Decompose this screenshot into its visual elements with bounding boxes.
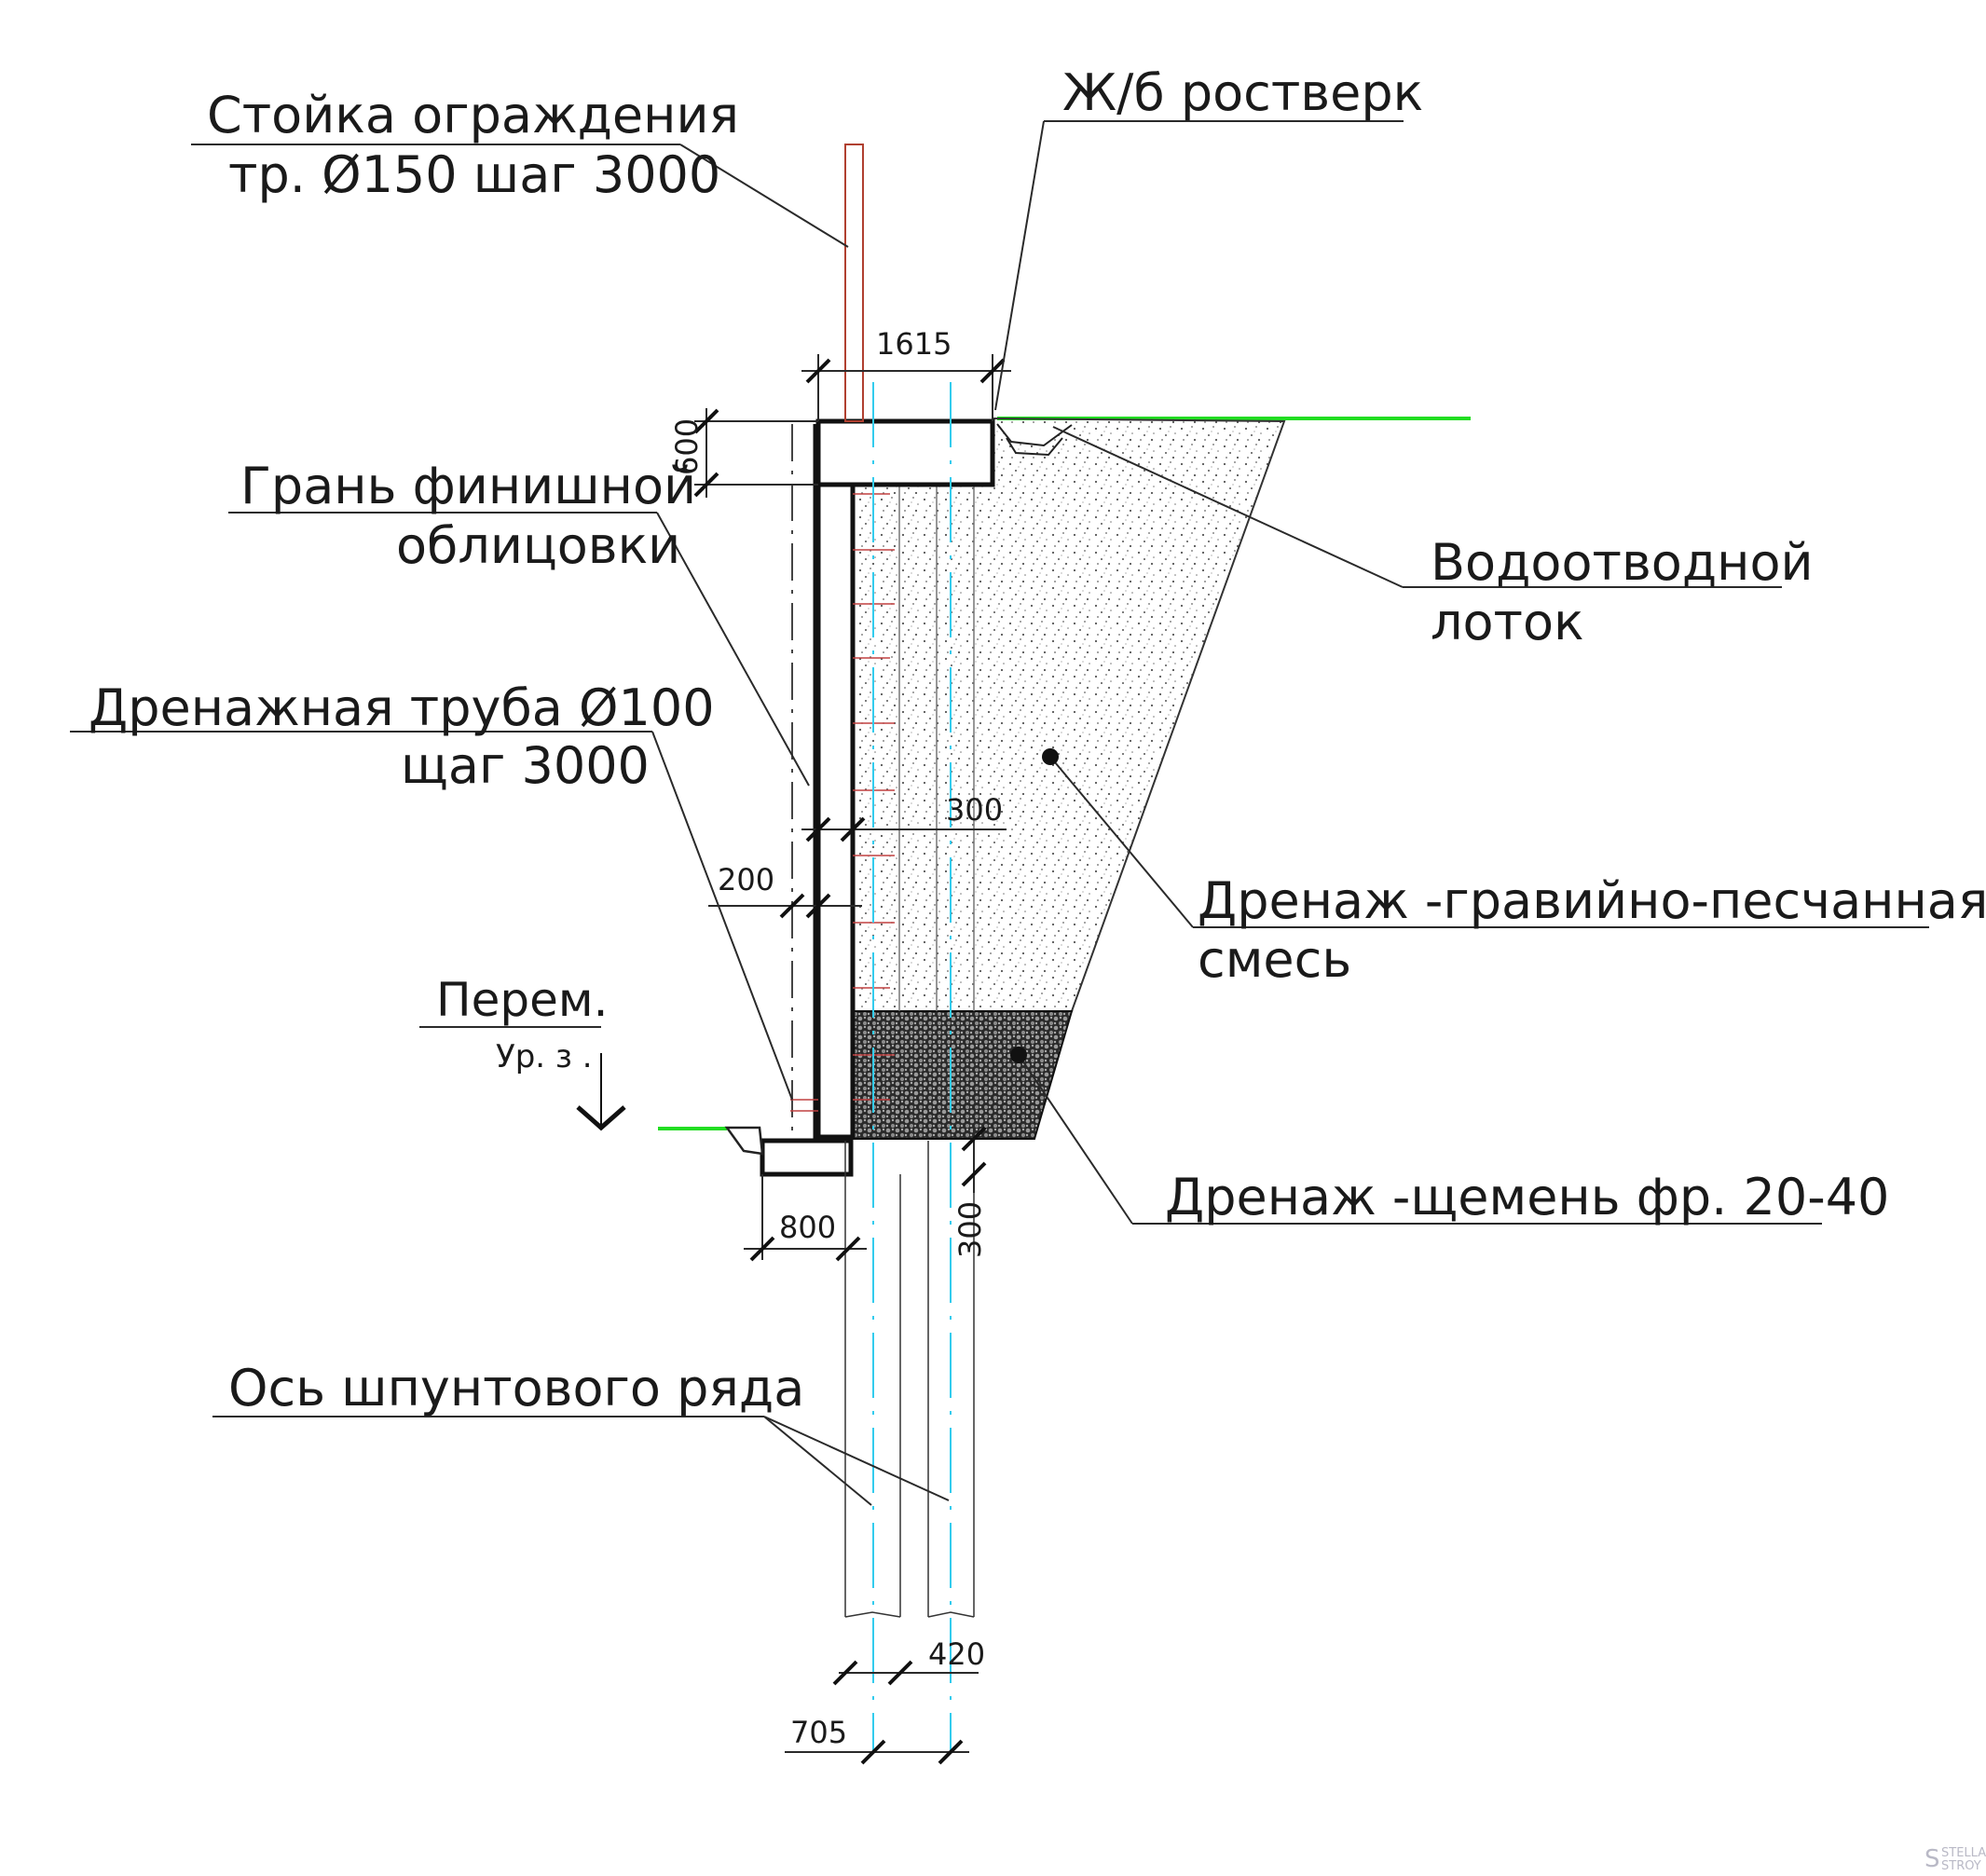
sheet-pile-left	[844, 1141, 901, 1618]
leader-crushed-stone-dot	[1010, 1047, 1027, 1063]
leader-crushed-stone	[1018, 1054, 1133, 1225]
dim-300-inner-label: 300	[946, 792, 1003, 828]
gutter-bottom	[724, 1126, 764, 1156]
inner-vertical-lines	[898, 485, 975, 1011]
dim-1615-label: 1615	[876, 326, 952, 362]
label-level-line1: Перем.	[436, 973, 608, 1027]
label-pile-axis: Ось шпунтового ряда	[228, 1359, 804, 1417]
label-grillage: Ж/б ростверк	[1062, 63, 1423, 122]
leader-gutter	[1052, 426, 1404, 588]
sheet-pile-right	[927, 1141, 975, 1618]
label-drain-pipe-line1: Дренажная труба Ø100	[89, 678, 715, 737]
dim-600	[693, 408, 818, 498]
dim-420-label: 420	[928, 1636, 985, 1672]
watermark-icon: S	[1924, 1845, 1940, 1873]
dim-705-label: 705	[790, 1715, 847, 1750]
watermark-line2: STROY	[1941, 1859, 1981, 1873]
leader-gravel-sand	[1049, 756, 1194, 928]
dim-600-label: 600	[669, 418, 705, 475]
dim-200-label: 200	[718, 862, 774, 897]
dim-300-bottom	[961, 1126, 987, 1193]
grillage-cap	[815, 418, 995, 487]
dim-300-bottom-label: 300	[952, 1201, 988, 1258]
label-post-line2: тр. Ø150 шаг 3000	[228, 145, 720, 204]
gutter-top	[996, 423, 1073, 447]
label-gutter-line1: Водоотводной	[1431, 533, 1814, 592]
leader-drain-pipe	[651, 731, 793, 1101]
dim-705	[785, 1739, 969, 1765]
label-gutter-line2: лоток	[1431, 593, 1584, 651]
label-gravel-sand-line1: Дренаж -гравийно-песчанная	[1198, 871, 1986, 930]
leader-gravel-sand-dot	[1042, 748, 1059, 765]
leader-facing	[656, 512, 810, 787]
footing	[760, 1138, 854, 1177]
crushed-stone-fill	[852, 1010, 1074, 1140]
dim-1615	[801, 354, 1011, 421]
label-facing-line2: облицовки	[396, 516, 680, 575]
dim-800-label: 800	[779, 1210, 836, 1245]
watermark: S STELLA STROY	[1924, 1845, 1986, 1873]
label-post-line1: Стойка ограждения	[207, 86, 739, 144]
dim-300-inner	[801, 816, 1007, 842]
label-gravel-sand-line2: смесь	[1198, 930, 1351, 989]
leader-grillage	[994, 120, 1045, 411]
fence-post	[844, 144, 864, 422]
label-drain-pipe-line2: щаг 3000	[401, 736, 650, 795]
level-marker-arrow	[576, 1105, 626, 1131]
leader-pile-axis-1	[763, 1416, 872, 1506]
label-level-line2: Ур. з .	[496, 1038, 593, 1075]
dim-200	[708, 893, 862, 919]
retaining-wall-stem	[815, 482, 856, 1140]
dim-800	[744, 1174, 867, 1262]
label-facing-line1: Грань финишной	[240, 457, 696, 515]
watermark-line1: STELLA	[1941, 1846, 1986, 1860]
leader-pile-axis-2	[763, 1416, 950, 1501]
leader-post	[679, 144, 849, 248]
label-crushed-stone: Дренаж -щемень фр. 20-40	[1165, 1168, 1889, 1226]
dim-420	[832, 1660, 979, 1686]
